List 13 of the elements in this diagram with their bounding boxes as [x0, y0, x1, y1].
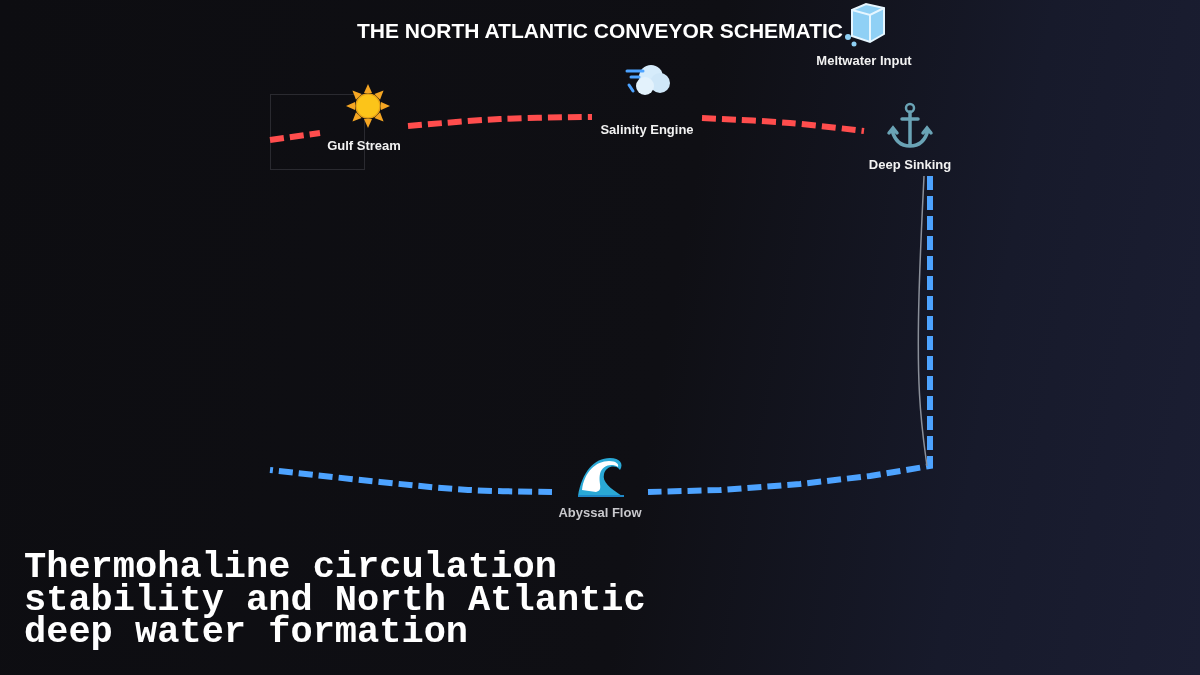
dashed-flow-line — [269, 130, 321, 143]
connector-line — [917, 175, 928, 467]
dashed-flow-line — [647, 176, 933, 495]
node-label: Abyssal Flow — [557, 505, 643, 520]
diagram-title: THE NORTH ATLANTIC CONVEYOR SCHEMATIC — [355, 19, 845, 43]
dashed-flow-line — [269, 467, 553, 495]
node-label: Salinity Engine — [599, 122, 695, 137]
dashed-flow-line — [407, 114, 593, 129]
node-label: Gulf Stream — [326, 138, 402, 153]
caption: Thermohaline circulation stability and North Atlantic deep water formation — [24, 551, 647, 649]
node-label: Meltwater Input — [815, 53, 913, 68]
node-label: Deep Sinking — [867, 157, 953, 172]
dashed-flow-line — [701, 115, 865, 134]
